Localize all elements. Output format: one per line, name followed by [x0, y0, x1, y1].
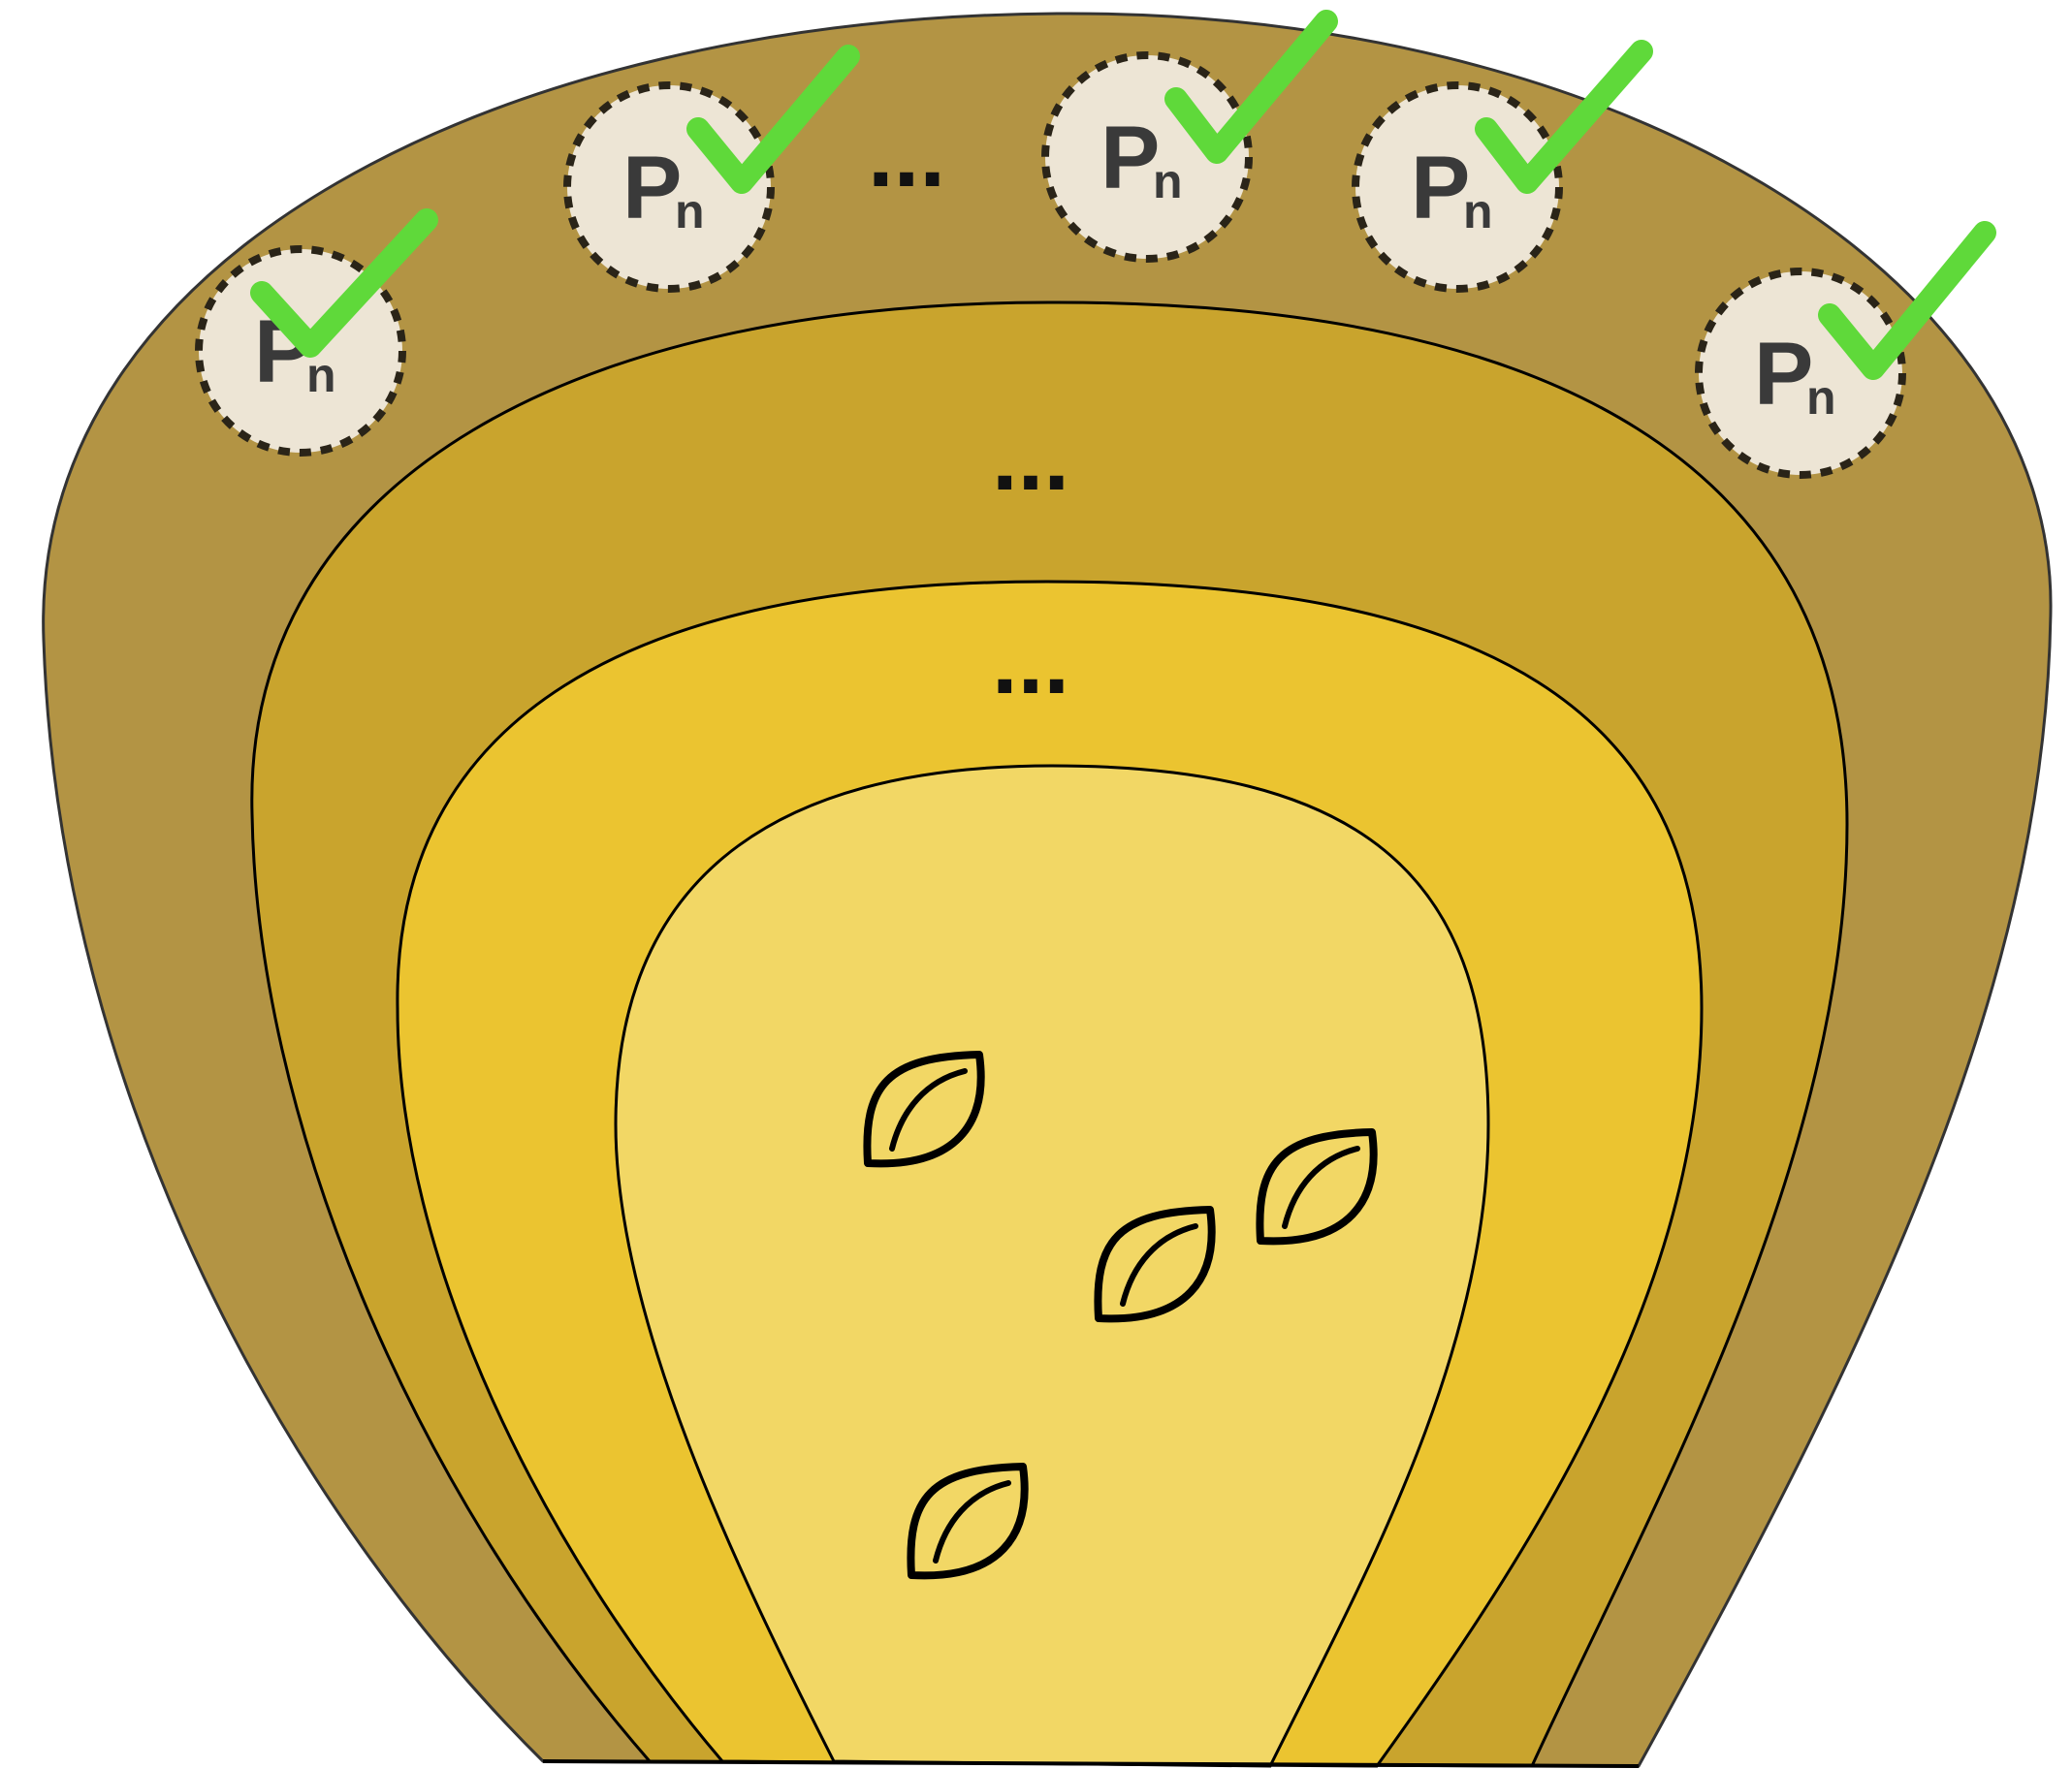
node-label: P — [1100, 109, 1160, 207]
node-subscript: n — [1153, 154, 1183, 208]
node-label: P — [1754, 325, 1813, 424]
ellipsis-layer-2: ... — [992, 406, 1069, 510]
node-subscript: n — [1463, 184, 1493, 238]
node-subscript: n — [1806, 370, 1836, 425]
node-label: P — [1411, 139, 1470, 237]
node-label: P — [622, 139, 682, 237]
ellipsis-between-nodes: ... — [868, 103, 945, 206]
ellipsis-layer-3: ... — [992, 610, 1069, 713]
node-subscript: n — [675, 184, 705, 238]
